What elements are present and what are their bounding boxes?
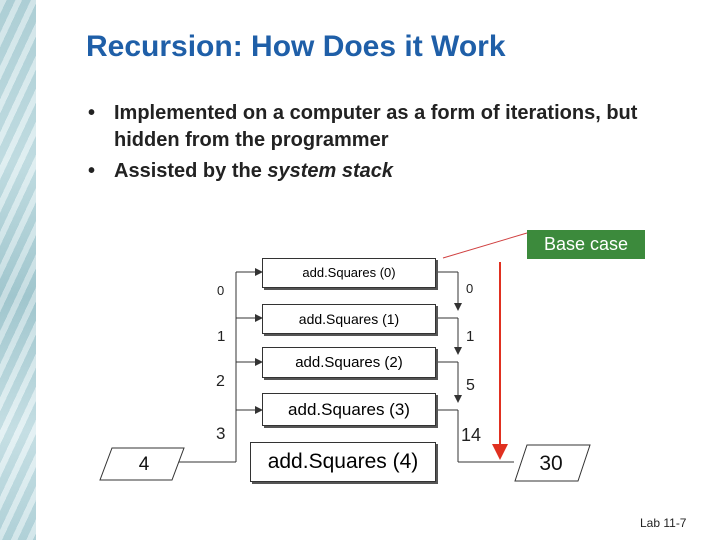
- call-label: add.Squares (0): [302, 265, 396, 280]
- start-input-shape: [99, 447, 185, 481]
- input-value-0: 0: [217, 283, 225, 298]
- call-box-1: add.Squares (1): [262, 304, 436, 334]
- bullet-text-prefix: Assisted by the: [114, 160, 268, 182]
- slide-footer: Lab 11-7: [640, 516, 687, 530]
- base-case-pointer-line: [442, 232, 528, 259]
- return-value-2: 5: [466, 377, 475, 394]
- bullet-item: • Assisted by the system stack: [86, 158, 706, 185]
- bullet-marker: •: [88, 102, 96, 124]
- input-value-3: 3: [216, 424, 226, 443]
- start-input-value: 4: [138, 454, 150, 475]
- call-box-4: add.Squares (4): [250, 442, 436, 482]
- final-result-shape: [514, 444, 591, 482]
- call-label: add.Squares (3): [288, 400, 410, 419]
- base-case-label: Base case: [527, 230, 645, 259]
- bullet-text: Implemented on a computer as a form of i…: [114, 102, 638, 151]
- call-label: add.Squares (4): [267, 450, 419, 473]
- bullet-marker: •: [88, 160, 96, 182]
- return-value-0: 0: [466, 281, 474, 296]
- call-label: add.Squares (2): [295, 354, 403, 371]
- call-label: add.Squares (1): [298, 311, 400, 327]
- return-value-1: 1: [466, 328, 475, 345]
- input-value-2: 2: [216, 373, 225, 390]
- call-box-3: add.Squares (3): [262, 393, 436, 426]
- return-value-3: 14: [461, 425, 482, 445]
- bullet-item: • Implemented on a computer as a form of …: [86, 100, 706, 154]
- final-result-value: 30: [539, 452, 563, 475]
- bullet-emphasis: system stack: [267, 160, 394, 182]
- input-value-1: 1: [217, 328, 226, 345]
- slide-title: Recursion: How Does it Work: [86, 30, 506, 63]
- decorative-side-strip: [0, 0, 36, 540]
- call-box-2: add.Squares (2): [262, 347, 436, 378]
- call-box-0: add.Squares (0): [262, 258, 436, 288]
- bullet-list: • Implemented on a computer as a form of …: [86, 100, 706, 189]
